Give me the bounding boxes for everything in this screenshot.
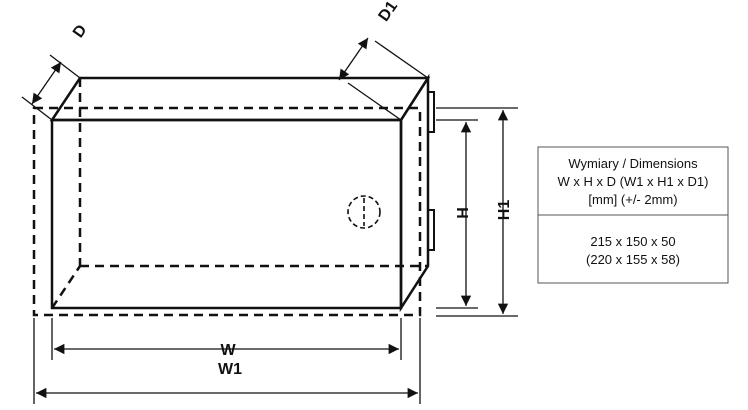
box-right-face <box>399 73 430 313</box>
table-value-line1: 215 x 150 x 50 <box>590 234 675 249</box>
w1-dimension <box>33 318 421 404</box>
h-label: H <box>455 207 472 219</box>
table-header-line1: Wymiary / Dimensions <box>568 156 698 171</box>
w1-label: W1 <box>218 361 242 378</box>
table-value-line2: (220 x 155 x 58) <box>586 252 680 267</box>
d1-dimension <box>338 37 429 121</box>
w-dimension <box>51 318 402 360</box>
hidden-edges <box>50 78 428 309</box>
h1-label: H1 <box>496 200 513 221</box>
h1-dimension <box>436 107 518 317</box>
hinge-top <box>428 91 435 133</box>
outer-dashed-outline <box>32 106 422 317</box>
d-label: D <box>70 22 91 41</box>
h-dimension <box>436 119 478 309</box>
table-header-line3: [mm] (+/- 2mm) <box>588 192 677 207</box>
table-header-line2: W x H x D (W1 x H1 x D1) <box>558 174 709 189</box>
w-label: W <box>220 342 236 359</box>
dimensions-table: Wymiary / Dimensions W x H x D (W1 x H1 … <box>537 146 729 284</box>
box-front-face <box>50 118 403 310</box>
hinge-bottom <box>428 209 435 251</box>
lock-icon <box>347 195 381 229</box>
d-dimension <box>21 54 81 121</box>
d1-label: D1 <box>375 0 401 25</box>
